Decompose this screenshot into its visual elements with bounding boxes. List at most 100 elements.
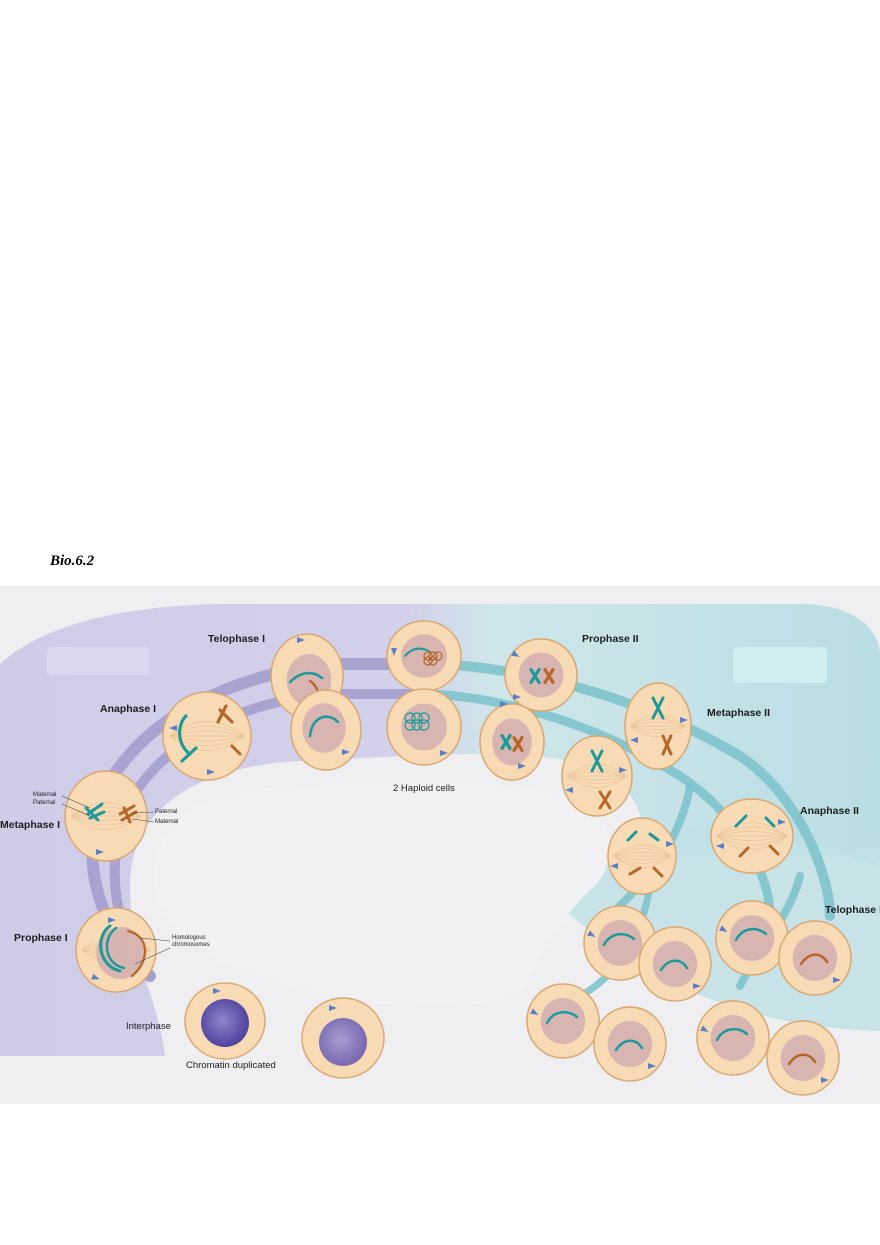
spindle-fiber [629, 725, 687, 738]
chromosome [545, 1010, 579, 1025]
chromosome [598, 790, 612, 810]
spindle-fiber [567, 764, 627, 777]
maternal-label-right: Maternal [155, 819, 179, 825]
chromosome [178, 714, 192, 756]
prophase-2-upper-cell [504, 638, 578, 712]
nucleus [597, 920, 643, 966]
chromatin-loop [404, 719, 416, 731]
nucleus [710, 1015, 756, 1061]
chromosome [734, 814, 776, 828]
centrosome-icon [821, 1077, 829, 1083]
chromatin-loop [411, 712, 423, 724]
homologous-chromosomes-label: Homologous chromosomes [172, 935, 210, 948]
anaphase-1-cell [162, 691, 252, 781]
chromosome [614, 1039, 644, 1052]
spindle-fiber [70, 815, 142, 830]
centrosome-icon [565, 787, 573, 793]
chromosome [308, 715, 340, 738]
nucleus [792, 935, 838, 981]
spindle-fiber [716, 835, 788, 846]
spindle-fiber [613, 851, 671, 857]
chromatin-loop [418, 712, 430, 724]
telophase-2-pair-b-cell-2 [778, 920, 852, 996]
centrosome-icon [680, 717, 688, 723]
x-chromosome [543, 668, 555, 684]
prophase-2-label: Prophase II [582, 633, 639, 645]
telophase-2-pair-d-cell-1 [696, 1000, 770, 1076]
spindle-fiber [567, 775, 627, 788]
x-chromosome [529, 668, 541, 684]
prophase-2-lower-cell [479, 701, 545, 781]
chromatin-loop [423, 656, 433, 666]
centrosome-icon [693, 983, 701, 989]
chromosome [799, 953, 829, 966]
nucleus [492, 718, 532, 766]
diagram-center-area [154, 782, 611, 1007]
haploid-cell-lower [386, 688, 462, 766]
centrosome-icon [619, 767, 627, 773]
nucleus [319, 1018, 367, 1066]
centrosome-icon [518, 763, 526, 769]
chromosome [738, 844, 780, 858]
chromatin-loop [418, 719, 430, 731]
nucleus [302, 703, 346, 753]
chromosome [659, 959, 689, 972]
anaphase-1-label: Anaphase I [100, 703, 157, 715]
spindle-fiber [567, 775, 627, 781]
telophase-2-pair-a-cell-1 [583, 905, 657, 981]
nucleus [540, 998, 586, 1044]
chromosome [216, 704, 234, 724]
chromosome [126, 929, 147, 978]
spindle-fiber [612, 855, 672, 864]
chromosome [715, 1027, 749, 1042]
spindle-fiber [169, 735, 245, 742]
spindle-fiber [70, 815, 142, 826]
spindle-fiber [629, 718, 687, 727]
metaphase-2-upper-cell [624, 682, 692, 770]
spindle-fiber [629, 722, 687, 727]
telophase-2-label: Telophase II [825, 904, 880, 916]
centrosome-icon [108, 917, 116, 923]
centrosome-icon [716, 843, 724, 849]
callout-line [61, 803, 91, 817]
callout-line [139, 937, 171, 942]
interphase-label: Interphase [126, 1021, 171, 1032]
prophase-1-label: Prophase I [14, 932, 68, 944]
chromatin-loop [423, 651, 433, 661]
telophase-1-label: Telophase I [208, 633, 265, 645]
anaphase-2-label: Anaphase II [800, 805, 859, 817]
paternal-label-right: Paternal [155, 809, 178, 815]
nucleus [729, 915, 775, 961]
spindle-fiber [169, 730, 245, 737]
centrosome-icon [169, 725, 177, 731]
prophase-1-cell [75, 907, 171, 993]
centrosome-icon [329, 1005, 337, 1011]
spindle-fiber [567, 768, 627, 777]
chromosome [84, 802, 106, 822]
metaphase-2-label: Metaphase II [707, 707, 771, 719]
nucleus [201, 999, 249, 1047]
nucleus [607, 1021, 653, 1067]
spindle-fiber [71, 815, 141, 821]
telophase-2-pair-a-cell-2 [638, 926, 712, 1002]
meiosis-illustration [0, 604, 880, 1096]
centrosome-icon [96, 849, 104, 855]
spindle-fiber [169, 721, 245, 737]
centrosome-icon [666, 841, 674, 847]
meiosis-1-panel [47, 647, 149, 675]
centrosome-icon [391, 648, 397, 656]
chromosome [99, 924, 122, 973]
centrosome-icon [511, 650, 520, 657]
chromosome [404, 647, 431, 657]
interphase-duplicated-cell [301, 997, 385, 1079]
centrosome-icon [513, 694, 521, 700]
centrosome-icon [500, 701, 508, 707]
paternal-label-left: Paternal [33, 800, 56, 806]
metaphase-1-cell [61, 770, 155, 862]
centrosome-icon [778, 819, 786, 825]
spindle-fiber [169, 735, 245, 751]
centrosome-icon [648, 1063, 656, 1069]
chromosome [787, 1053, 817, 1066]
centrosome-icon [530, 1008, 539, 1015]
centrosome-icon [207, 769, 215, 775]
